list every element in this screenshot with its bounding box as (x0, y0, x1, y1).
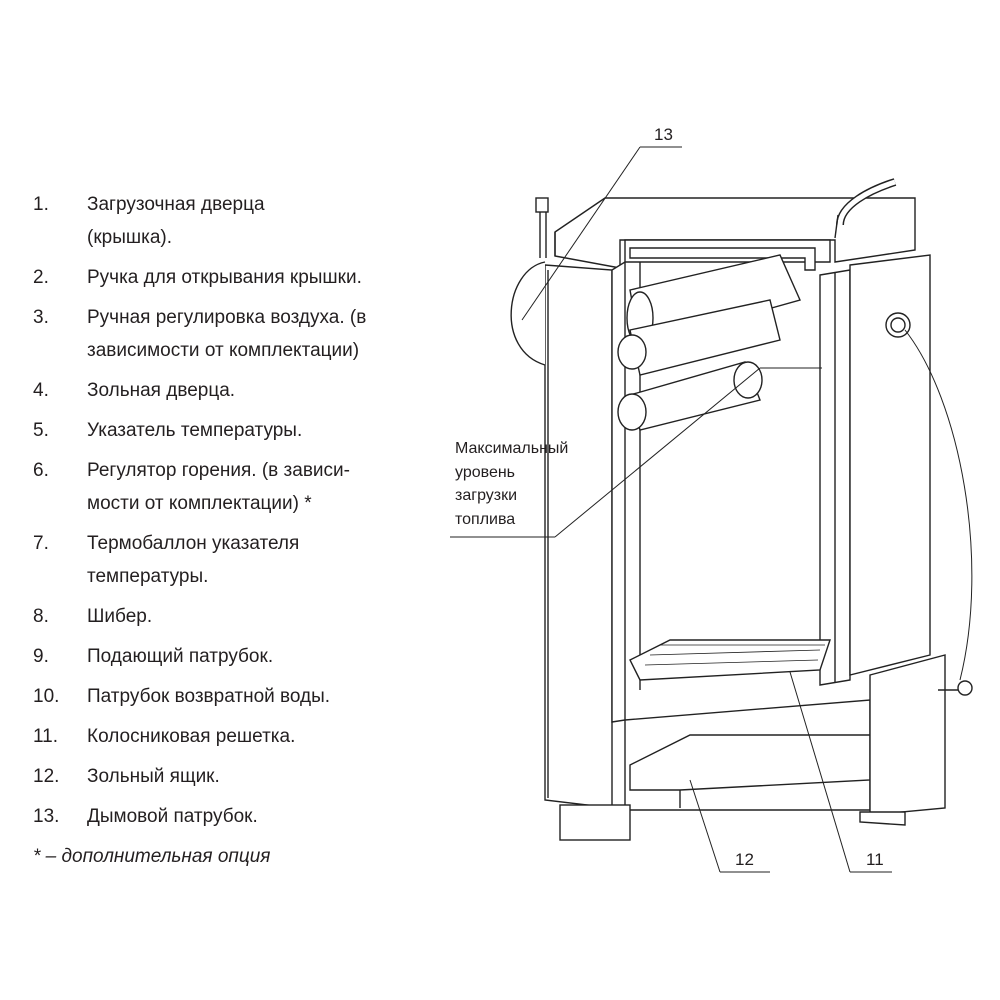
legend-item-text: Ручная регулировка воздуха. (в (87, 307, 367, 328)
callout-line: Максимальный (455, 440, 569, 457)
legend-item: 1. Загрузочная дверца (крышка). (33, 188, 453, 254)
legend-item-number: 5. (33, 420, 49, 441)
max-fuel-level-callout: Максимальный уровень загрузки топлива (455, 437, 568, 531)
legend-item: 8. Шибер. (33, 600, 453, 633)
legend-item-number: 2. (33, 267, 49, 288)
legend-item-text: Подающий патрубок. (87, 646, 274, 667)
legend-item: 6. Регулятор горения. (в зависи-мости от … (33, 454, 453, 520)
legend-item-number: 7. (33, 533, 49, 554)
legend-item-text: Шибер. (87, 606, 153, 627)
grate (629, 639, 831, 681)
legend-item-text: зависимости от комплектации) (87, 340, 360, 361)
legend-item-number: 3. (33, 307, 49, 328)
legend-item: 10. Патрубок возвратной воды. (33, 680, 453, 713)
legend-item: 11. Колосниковая решетка. (33, 720, 453, 753)
legend-item-text: Колосниковая решетка. (87, 726, 296, 747)
legend-item-number: 1. (33, 194, 49, 215)
legend-item-text: Зольный ящик. (87, 766, 220, 787)
legend-item-text: температуры. (87, 566, 209, 587)
footnote: * – дополнительная опция (33, 846, 271, 867)
heat-exchanger-tubes (617, 254, 801, 431)
legend-item-text: Дымовой патрубок. (87, 806, 258, 827)
legend-item: 4. Зольная дверца. (33, 374, 453, 407)
legend-item-text: Указатель температуры. (87, 420, 303, 441)
legend-item-text: Загрузочная дверца (87, 194, 265, 215)
air-regulator (510, 261, 546, 366)
callout-line: загрузки (455, 487, 518, 504)
label-11: 11 (866, 850, 884, 869)
label-12: 12 (735, 850, 754, 869)
legend-item: 7. Термобаллон указателя температуры. (33, 527, 453, 593)
legend-item-text: Ручка для открывания крышки. (87, 267, 362, 288)
legend-item-number: 10. (33, 686, 60, 707)
loading-door-lid (554, 197, 916, 269)
inner-front-frame (611, 260, 626, 723)
legend-item: 3. Ручная регулировка воздуха. (в зависимо… (33, 301, 453, 367)
parts-legend: 1. Загрузочная дверца (крышка). 2. Ручка для… (33, 188, 453, 873)
legend-item: 5. Указатель температуры. (33, 414, 453, 447)
foot-left (559, 804, 631, 841)
legend-item-text: мости от комплектации) * (87, 493, 312, 514)
supply-pipe (885, 312, 911, 338)
ash-door (869, 654, 946, 816)
thermo-capillary (904, 329, 973, 681)
legend-item-text: Термобаллон указателя (87, 533, 300, 554)
callout-line: топлива (455, 510, 516, 528)
legend-item-text: (крышка). (87, 227, 173, 248)
legend-item: 12. Зольный ящик. (33, 760, 453, 793)
label-13: 13 (654, 125, 673, 144)
legend-item-number: 9. (33, 646, 49, 667)
legend-item-number: 6. (33, 460, 49, 481)
callout-line: уровень (455, 463, 516, 481)
temp-regulator-knob (957, 680, 973, 696)
legend-item-text: Зольная дверца. (87, 380, 236, 401)
legend-item: 13. Дымовой патрубок. (33, 800, 453, 833)
legend-item-number: 12. (33, 766, 60, 787)
lid-handle (834, 178, 897, 239)
legend-item: 9. Подающий патрубок. (33, 640, 453, 673)
legend-item-number: 4. (33, 380, 49, 401)
legend-item-number: 11. (33, 726, 59, 747)
leader-lines (450, 146, 892, 873)
legend-item-number: 8. (33, 606, 49, 627)
knob-top-left (535, 197, 549, 258)
legend-item-text: Патрубок возвратной воды. (87, 686, 331, 707)
legend-item-text: Регулятор горения. (в зависи- (87, 460, 350, 481)
legend-item: 2. Ручка для открывания крышки. (33, 261, 453, 294)
legend-item-number: 13. (33, 806, 60, 827)
